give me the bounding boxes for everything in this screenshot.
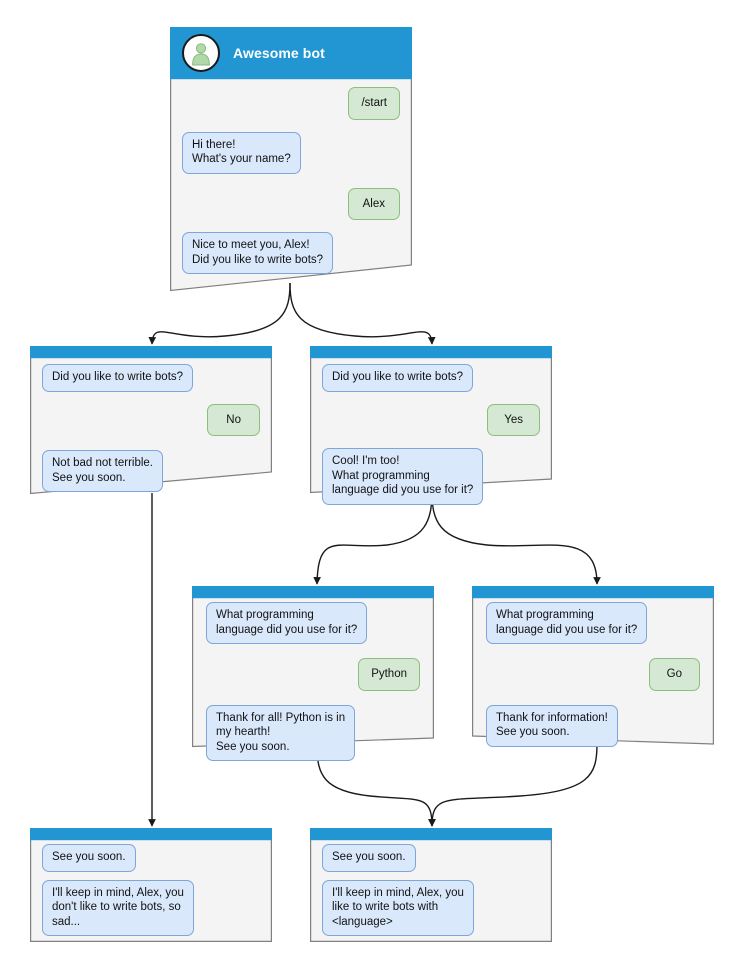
bot-bubble[interactable]: Thank for all! Python is in my hearth! S… [206, 704, 356, 761]
message-row: /start [182, 87, 400, 120]
bot-bubble[interactable]: Thank for information! See you soon. [486, 704, 618, 747]
answer-go-card[interactable]: What programming language did you use fo… [472, 586, 715, 747]
ending-no-card[interactable]: See you soon. I'll keep in mind, Alex, y… [30, 828, 273, 942]
user-bubble[interactable]: /start [348, 87, 400, 120]
answer-no-card[interactable]: Did you like to write bots? No Not bad n… [30, 346, 273, 495]
answer-yes-card-messages: Did you like to write bots? Yes Cool! I'… [310, 364, 552, 505]
message-row: Yes [322, 403, 540, 436]
message-row: Not bad not terrible. See you soon. [42, 450, 260, 492]
root-card-header: Awesome bot [170, 27, 412, 79]
bot-bubble[interactable]: Hi there! What's your name? [182, 131, 301, 174]
message-row: I'll keep in mind, Alex, you like to wri… [322, 879, 540, 936]
message-row: See you soon. [42, 844, 260, 872]
message-row: Python [206, 658, 420, 691]
answer-go-card-messages: What programming language did you use fo… [472, 602, 714, 747]
message-row: Nice to meet you, Alex! Did you like to … [182, 232, 400, 274]
bot-bubble[interactable]: I'll keep in mind, Alex, you don't like … [42, 879, 194, 936]
ending-yes-card[interactable]: See you soon. I'll keep in mind, Alex, y… [310, 828, 553, 942]
bot-bubble[interactable]: See you soon. [42, 844, 136, 872]
user-bubble[interactable]: Go [648, 658, 700, 691]
bot-bubble[interactable]: Did you like to write bots? [322, 364, 474, 392]
user-bubble[interactable]: Yes [487, 403, 540, 436]
ending-no-card-messages: See you soon. I'll keep in mind, Alex, y… [30, 844, 272, 936]
person-avatar-icon [182, 34, 220, 72]
bot-bubble[interactable]: See you soon. [322, 844, 416, 872]
bot-bubble[interactable]: Did you like to write bots? [42, 364, 194, 392]
bot-bubble[interactable]: I'll keep in mind, Alex, you like to wri… [322, 879, 474, 936]
root-card[interactable]: Awesome bot /start Hi there! What's your… [170, 27, 413, 292]
user-bubble[interactable]: Python [358, 658, 420, 691]
bot-bubble[interactable]: What programming language did you use fo… [206, 602, 368, 644]
ending-yes-card-messages: See you soon. I'll keep in mind, Alex, y… [310, 844, 552, 936]
bot-bubble[interactable]: Not bad not terrible. See you soon. [42, 450, 164, 492]
root-card-title: Awesome bot [233, 45, 325, 61]
user-bubble[interactable]: No [207, 403, 260, 436]
message-row: Alex [182, 187, 400, 220]
message-row: What programming language did you use fo… [486, 602, 700, 644]
answer-no-card-messages: Did you like to write bots? No Not bad n… [30, 364, 272, 492]
message-row: Cool! I'm too! What programming language… [322, 448, 540, 505]
answer-yes-card[interactable]: Did you like to write bots? Yes Cool! I'… [310, 346, 553, 505]
message-row: Go [486, 658, 700, 691]
answer-python-card-messages: What programming language did you use fo… [192, 602, 434, 761]
user-bubble[interactable]: Alex [347, 187, 400, 220]
message-row: What programming language did you use fo… [206, 602, 420, 644]
message-row: No [42, 403, 260, 436]
bot-bubble[interactable]: Nice to meet you, Alex! Did you like to … [182, 232, 334, 274]
message-row: Hi there! What's your name? [182, 131, 400, 174]
edge-go-to-end-yes [428, 743, 598, 827]
message-row: I'll keep in mind, Alex, you don't like … [42, 879, 260, 936]
message-row: Did you like to write bots? [42, 364, 260, 392]
message-row: Thank for all! Python is in my hearth! S… [206, 704, 420, 761]
message-row: See you soon. [322, 844, 540, 872]
edge-yes-to-go [431, 491, 601, 585]
bot-bubble[interactable]: What programming language did you use fo… [486, 602, 648, 644]
bot-bubble[interactable]: Cool! I'm too! What programming language… [322, 448, 484, 505]
root-card-messages: /start Hi there! What's your name? Alex … [170, 87, 412, 274]
message-row: Did you like to write bots? [322, 364, 540, 392]
message-row: Thank for information! See you soon. [486, 704, 700, 747]
answer-python-card[interactable]: What programming language did you use fo… [192, 586, 435, 761]
edge-yes-to-python [313, 491, 433, 585]
